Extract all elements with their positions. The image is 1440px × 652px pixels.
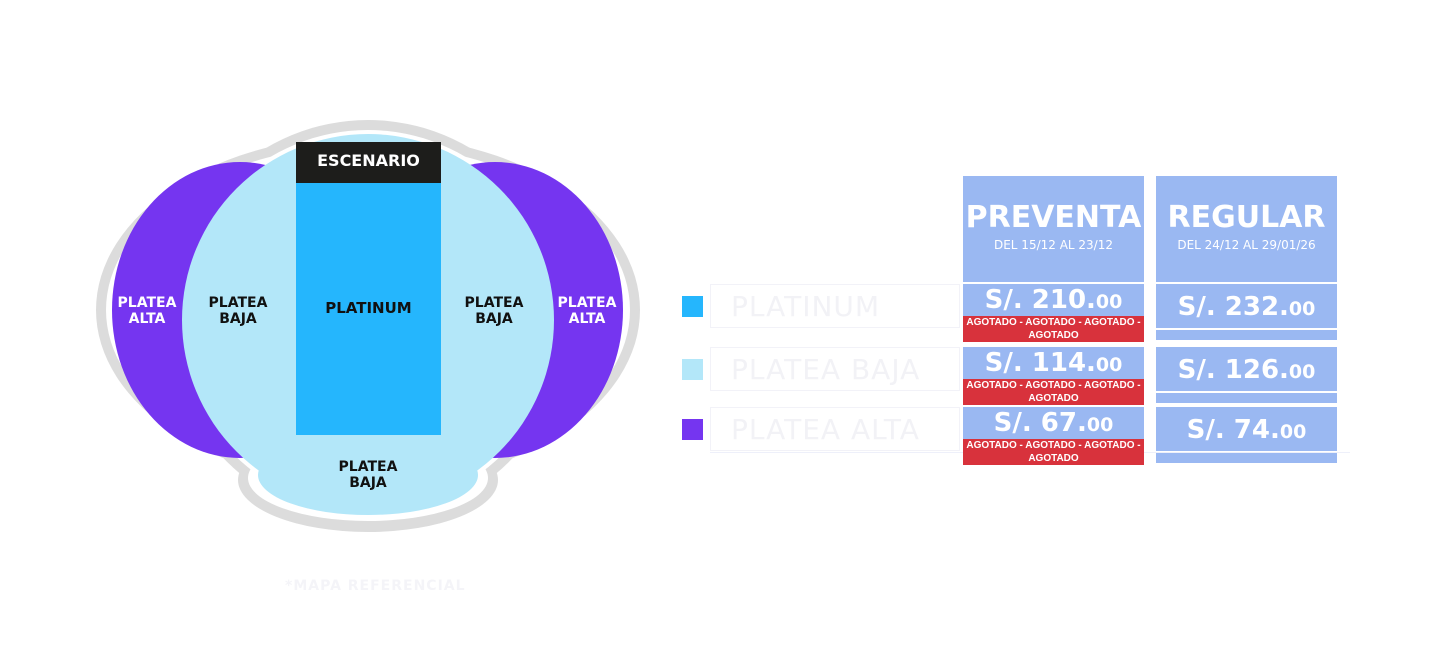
sold-out-ribbon: AGOTADO - AGOTADO - AGOTADO - AGOTADO: [963, 379, 1144, 405]
sold-out-ribbon: AGOTADO - AGOTADO - AGOTADO - AGOTADO: [963, 439, 1144, 465]
stage: [296, 142, 441, 183]
stage-label: ESCENARIO: [317, 151, 420, 170]
column-regular: REGULAR DEL 24/12 AL 29/01/26: [1156, 176, 1337, 282]
platea-alta-swatch: [682, 419, 703, 440]
price-regular-platea-alta: S/. 74.00: [1156, 407, 1337, 451]
column-title: REGULAR: [1167, 200, 1326, 235]
price-regular-platinum: S/. 232.00: [1156, 284, 1337, 328]
platinum-swatch: [682, 296, 703, 317]
platinum-label: PLATINUM: [325, 299, 412, 317]
price-preventa-platinum: S/. 210.00: [984, 285, 1123, 315]
price-regular-platea-baja: S/. 126.00: [1156, 347, 1337, 391]
column-title: PREVENTA: [965, 200, 1142, 235]
sold-out-ribbon: AGOTADO - AGOTADO - AGOTADO - AGOTADO: [963, 316, 1144, 342]
platea-baja-swatch: [682, 359, 703, 380]
column-preventa: PREVENTA DEL 15/12 AL 23/12: [963, 176, 1144, 282]
zone-name: PLATINUM: [710, 284, 960, 328]
map-reference-note: *MAPA REFERENCIAL: [285, 578, 466, 594]
venue-map: [96, 120, 640, 532]
price-preventa-platea-baja: S/. 114.00: [984, 348, 1123, 378]
price-preventa-platea-alta: S/. 67.00: [993, 408, 1114, 438]
zone-platinum[interactable]: [296, 183, 441, 435]
column-dates: DEL 15/12 AL 23/12: [993, 238, 1113, 252]
zone-name: PLATEA ALTA: [710, 407, 960, 451]
column-dates: DEL 24/12 AL 29/01/26: [1177, 238, 1316, 252]
zone-name: PLATEA BAJA: [710, 347, 960, 391]
